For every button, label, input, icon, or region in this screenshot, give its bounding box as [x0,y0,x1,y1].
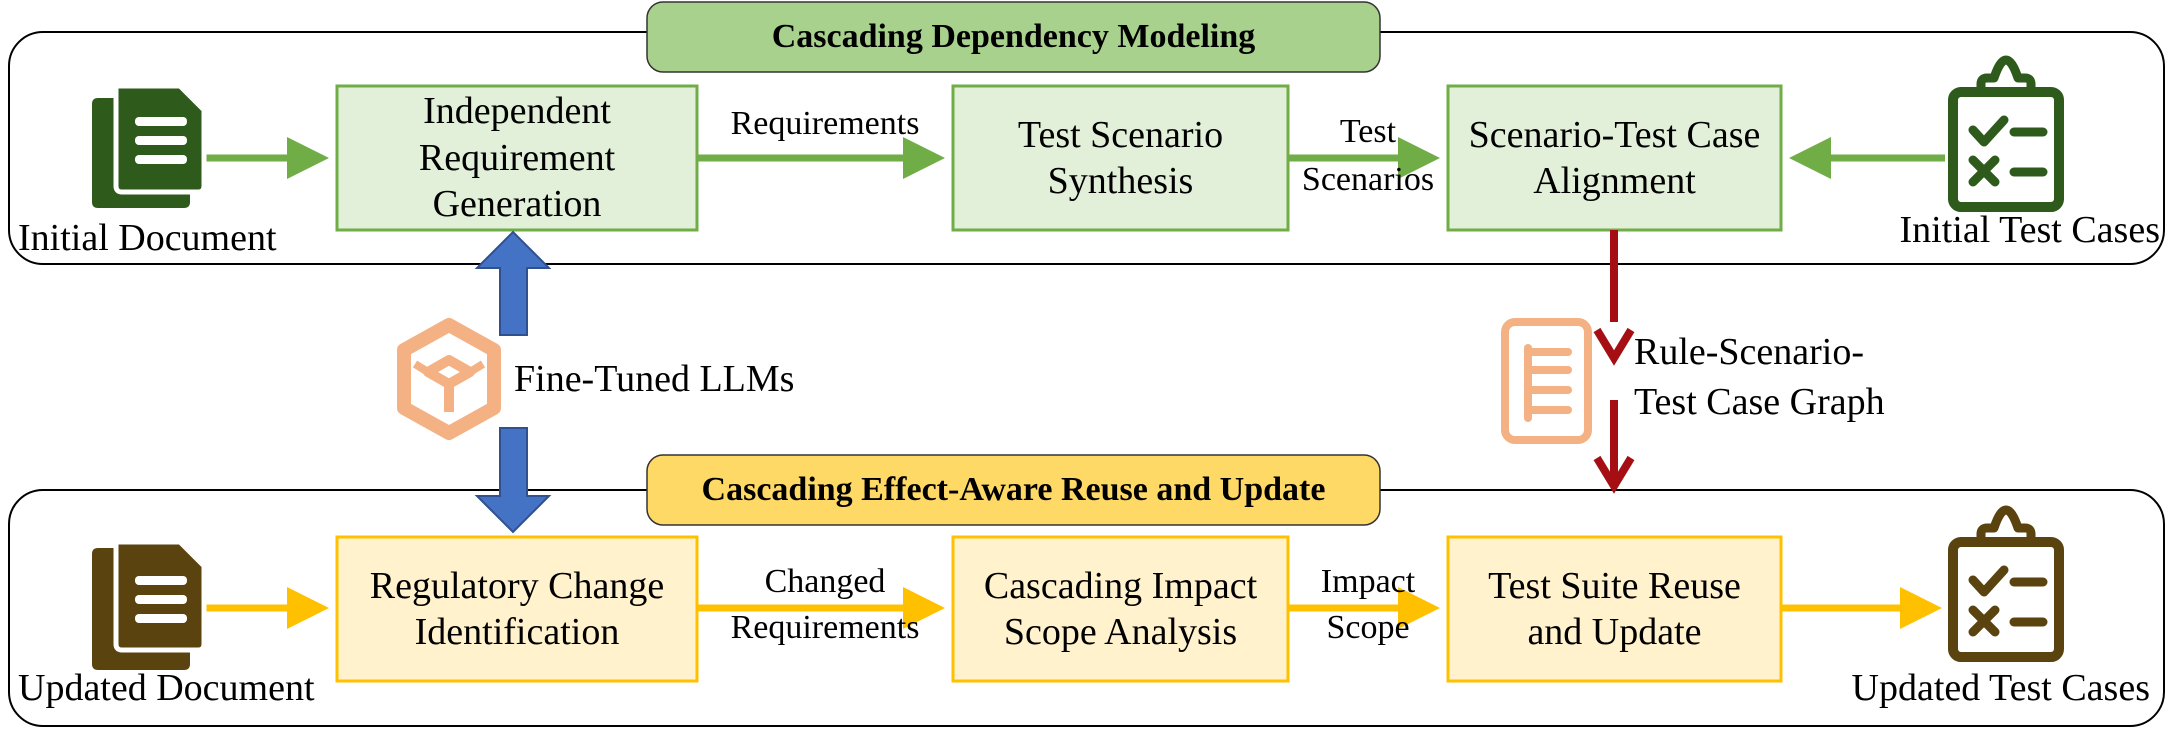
scope-arrow-label: Scope [1326,609,1410,646]
red-arrow-bottom-head [1593,455,1635,494]
test-arrow-label: Test [1339,113,1397,150]
independent-requirement-box [335,84,699,232]
scenario-alignment-label: Scenario-Test Case Alignment [1468,113,1761,202]
initial-test-cases-label: Initial Test Cases [1899,209,2161,251]
blue-up-arrow [474,230,552,336]
scenarios-arrow-label: Scenarios [1301,161,1435,198]
test-scenario-box [951,84,1290,232]
test-scenario-label: Test Scenario Synthesis [1017,113,1224,202]
bottom-section-title: Cascading Effect-Aware Reuse and Update [701,471,1326,508]
list-document-icon [1501,318,1592,444]
requirements-arrow-label: Requirements [730,105,920,142]
graph-label-line2: Test Case Graph [1634,381,1885,423]
updated-test-cases-icon [1948,505,2064,662]
updated-document-label: Updated Document [18,667,315,709]
independent-requirement-label: Independent Requirement Generation [418,90,616,226]
blue-down-arrow [474,427,552,534]
test-suite-box [1446,535,1783,683]
fine-tuned-llms-label: Fine-Tuned LLMs [514,358,795,400]
regulatory-change-box [335,535,699,683]
top-banner-bg [646,1,1381,73]
updated-document-icon [92,539,207,670]
bottom-banner-bg [646,454,1381,526]
cube-icon [397,318,501,440]
cascading-impact-label: Cascading Impact Scope Analysis [983,564,1258,653]
regulatory-change-label: Regulatory Change Identification [369,564,665,653]
top-section-title: Cascading Dependency Modeling [771,18,1256,55]
initial-test-cases-icon [1948,55,2064,212]
test-suite-label: Test Suite Reuse and Update [1488,564,1741,653]
initial-document-icon [92,83,207,208]
changed-arrow-label: Changed [764,563,886,600]
cascading-impact-box [951,535,1290,683]
impact-arrow-label: Impact [1320,563,1416,600]
graph-label-line1: Rule-Scenario- [1634,331,1865,373]
updated-test-cases-label: Updated Test Cases [1851,667,2150,709]
requirements-changed-arrow-label: Requirements [730,609,920,646]
initial-document-label: Initial Document [18,217,277,259]
red-arrow-top-head [1593,327,1635,366]
